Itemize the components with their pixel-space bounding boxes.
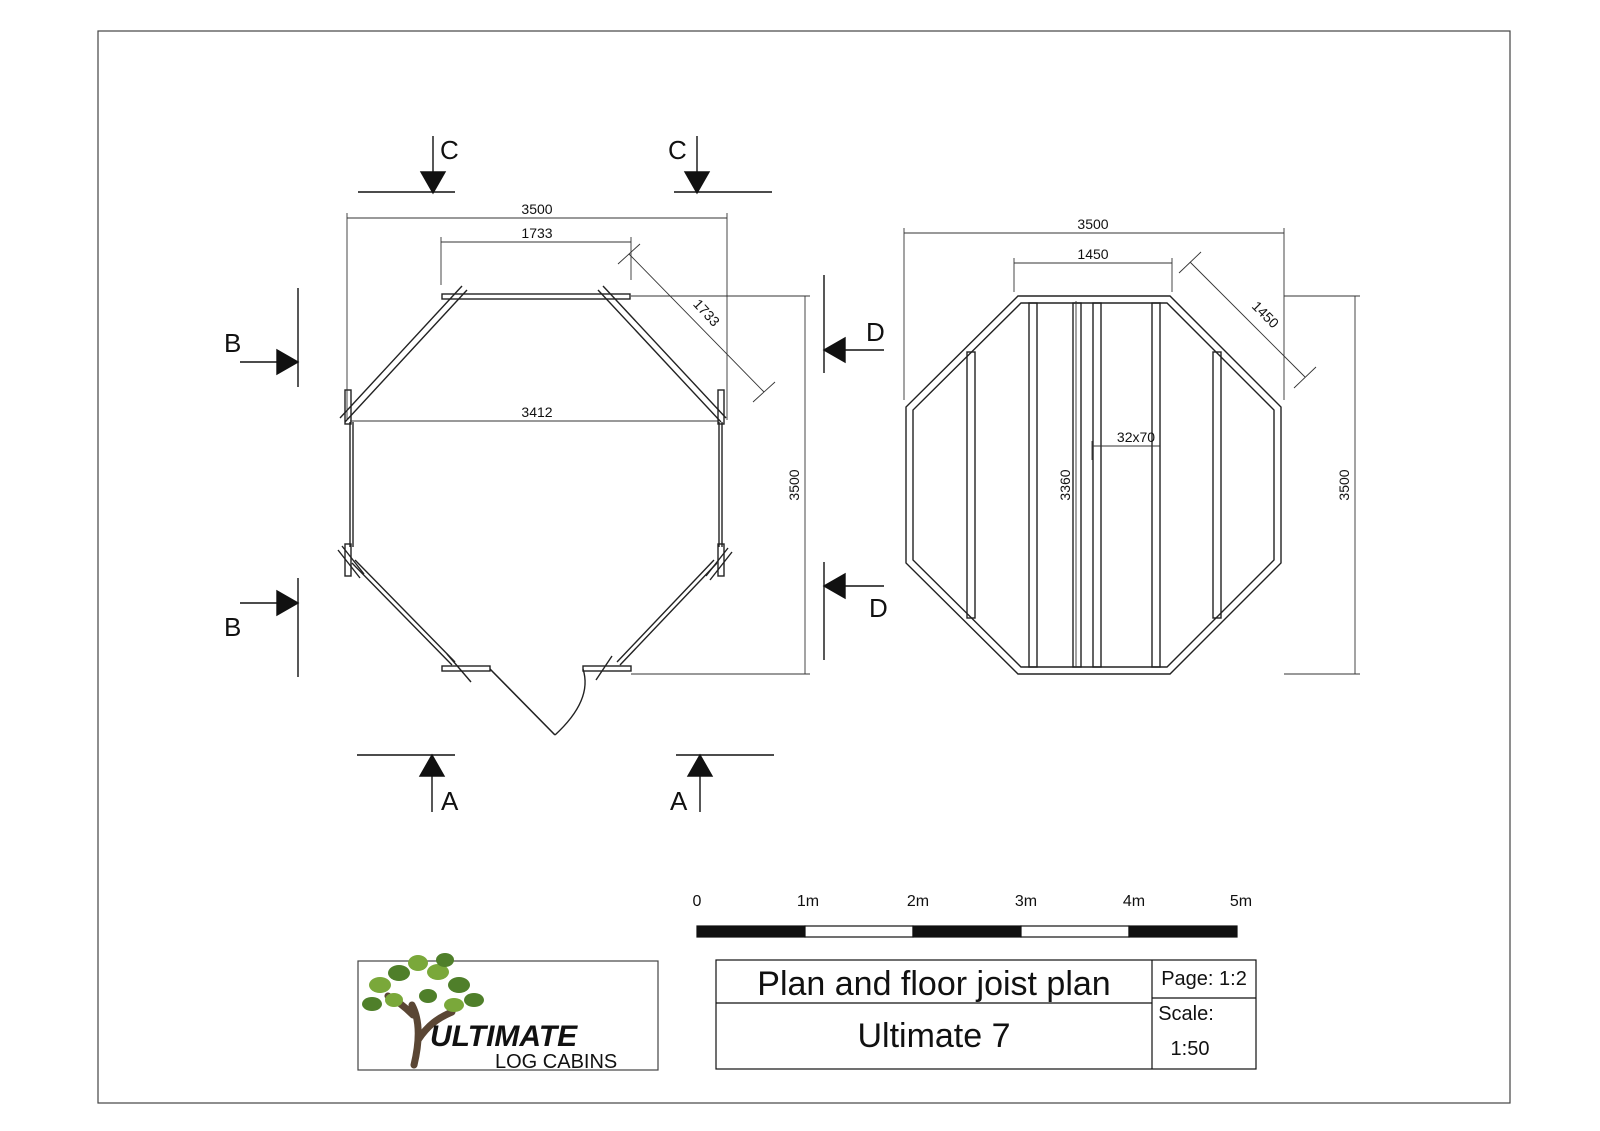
title-block-text: Plan and floor joist plan Ultimate 7 Pag… (757, 965, 1247, 1060)
dim-joist-size: 32x70 (1117, 429, 1155, 445)
plan-dimension-lines (346, 213, 810, 675)
section-labels: C C B B D D A A (224, 135, 888, 816)
tree-icon (362, 953, 484, 1069)
joist-outer-frame (905, 295, 1282, 675)
dim-joist-front-width: 1450 (1077, 246, 1108, 262)
scale-value: 1:50 (1171, 1038, 1210, 1060)
section-label-b-top: B (224, 328, 241, 358)
scale-label-1: 1m (797, 893, 819, 910)
dim-joist-overall-width: 3500 (1077, 216, 1108, 232)
joist-dimension-text: 3500 1450 1450 32x70 3360 3500 (1057, 216, 1352, 501)
scale-label: Scale: (1158, 1003, 1214, 1025)
title-block (715, 959, 1257, 1070)
section-label-b-bottom: B (224, 612, 241, 642)
section-label-c-right: C (668, 135, 687, 165)
joist-dimension-lines (903, 228, 1360, 675)
scale-label-4: 4m (1123, 893, 1145, 910)
model-name: Ultimate 7 (857, 1017, 1010, 1055)
scale-label-5: 5m (1230, 893, 1252, 910)
joist-members (966, 302, 1222, 668)
scale-bar-labels: 0 1m 2m 3m 4m 5m (693, 893, 1253, 910)
sheet-border (97, 30, 1511, 1104)
dim-plan-overall-depth: 3500 (786, 469, 802, 500)
dim-plan-inner-width: 3412 (521, 404, 552, 420)
section-label-d-top: D (866, 317, 885, 347)
company-logo: ULTIMATE LOG CABINS (357, 953, 659, 1073)
logo-subtitle: LOG CABINS (495, 1051, 617, 1073)
plan-dimension-text: 3500 1733 1733 3412 3500 (521, 201, 802, 501)
scale-label-2: 2m (907, 893, 929, 910)
scale-label-3: 3m (1015, 893, 1037, 910)
floor-joist-plan (905, 295, 1282, 675)
dim-plan-overall-width: 3500 (521, 201, 552, 217)
section-label-a-left: A (441, 786, 459, 816)
scale-label-0: 0 (693, 893, 702, 910)
section-label-c-left: C (440, 135, 459, 165)
section-markers (240, 136, 884, 812)
section-label-a-right: A (670, 786, 688, 816)
floor-plan (337, 285, 733, 736)
joist-inner-frame (912, 302, 1275, 668)
section-label-d-bottom: D (869, 593, 888, 623)
logo-word: ULTIMATE (430, 1020, 578, 1053)
dim-plan-front-width: 1733 (521, 225, 552, 241)
scale-bar (696, 925, 1238, 938)
page-number: Page: 1:2 (1161, 968, 1247, 990)
dim-joist-overall-depth: 3500 (1336, 469, 1352, 500)
dim-joist-length: 3360 (1057, 469, 1073, 500)
dim-plan-diagonal: 1733 (690, 296, 723, 330)
front-beam (441, 293, 631, 300)
drawing-title: Plan and floor joist plan (757, 965, 1110, 1003)
